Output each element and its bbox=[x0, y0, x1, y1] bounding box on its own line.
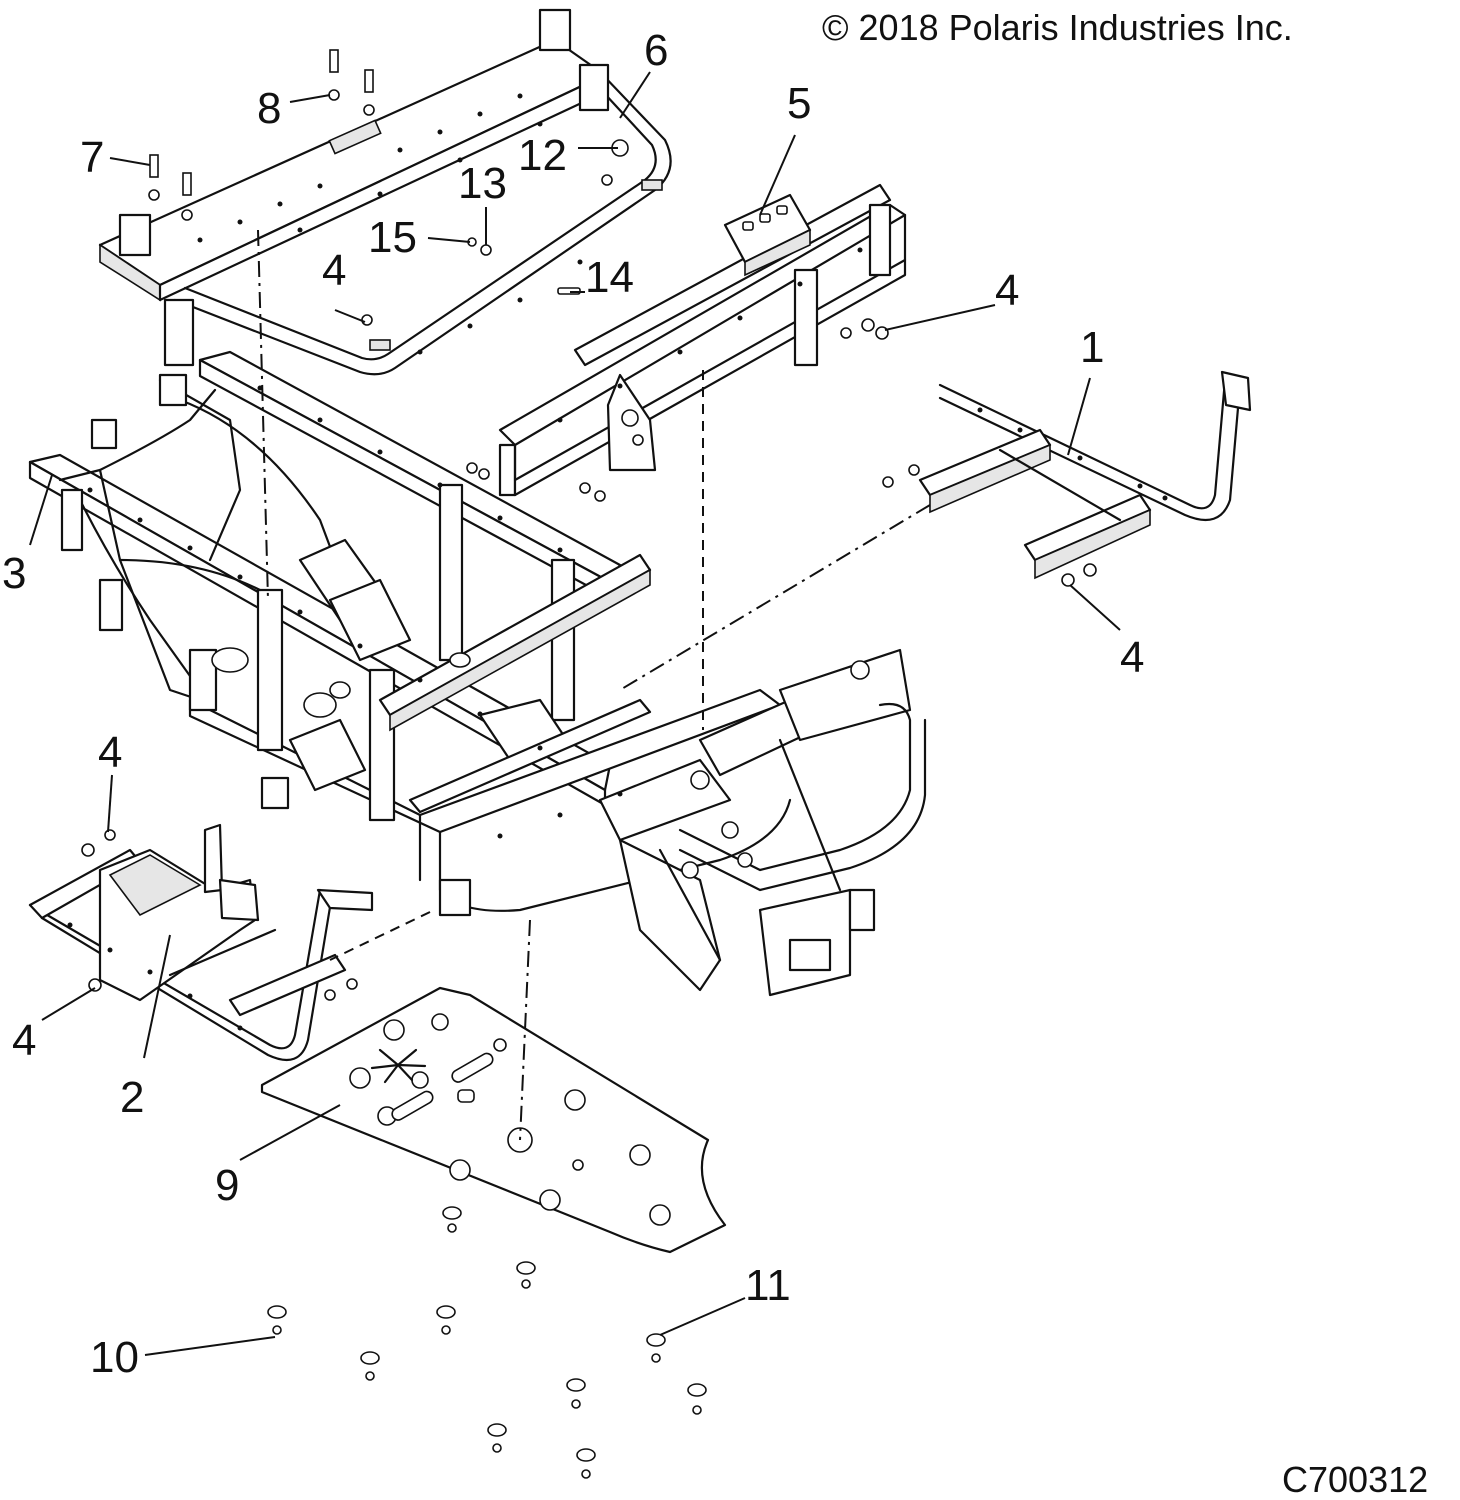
alignment-lines bbox=[257, 229, 931, 1141]
callout-4-right: 4 bbox=[995, 266, 1019, 315]
part-9-skid-plate[interactable] bbox=[260, 986, 727, 1254]
callout-12: 12 bbox=[518, 131, 567, 180]
callout-3: 3 bbox=[2, 549, 26, 598]
callout-9: 9 bbox=[215, 1161, 239, 1210]
callout-10: 10 bbox=[90, 1333, 139, 1382]
callout-2: 2 bbox=[120, 1073, 144, 1122]
part-2-seat-frame[interactable] bbox=[28, 823, 374, 1062]
callout-4-left: 4 bbox=[98, 728, 122, 777]
rivet-icon bbox=[267, 1206, 707, 1479]
diagram-code: C700312 bbox=[1282, 1459, 1428, 1500]
callout-14: 14 bbox=[585, 253, 634, 302]
callout-4-top: 4 bbox=[322, 246, 346, 295]
callout-6: 6 bbox=[644, 26, 668, 75]
callouts: 1 2 3 4 4 4 4 4 5 6 7 8 9 10 11 12 13 14… bbox=[2, 26, 1144, 1382]
bolt-icon bbox=[148, 49, 375, 221]
nut-icon bbox=[81, 139, 1097, 1001]
leader-lines bbox=[29, 71, 1121, 1356]
callout-13: 13 bbox=[458, 159, 507, 208]
copyright-text: © 2018 Polaris Industries Inc. bbox=[822, 7, 1293, 48]
fasteners bbox=[81, 49, 1097, 1479]
part-6-upper-frame[interactable] bbox=[98, 8, 672, 376]
callout-11: 11 bbox=[745, 1261, 791, 1310]
part-1-seat-frame[interactable] bbox=[918, 370, 1252, 580]
callout-5: 5 bbox=[787, 79, 811, 128]
callout-4-seat: 4 bbox=[1120, 633, 1144, 682]
callout-1: 1 bbox=[1080, 323, 1104, 372]
callout-8: 8 bbox=[257, 84, 281, 133]
callout-15: 15 bbox=[368, 213, 417, 262]
main-frame[interactable] bbox=[28, 350, 927, 997]
callout-7: 7 bbox=[80, 133, 104, 182]
part-5-crossmember[interactable] bbox=[498, 183, 907, 497]
callout-4-bottom: 4 bbox=[12, 1016, 36, 1065]
